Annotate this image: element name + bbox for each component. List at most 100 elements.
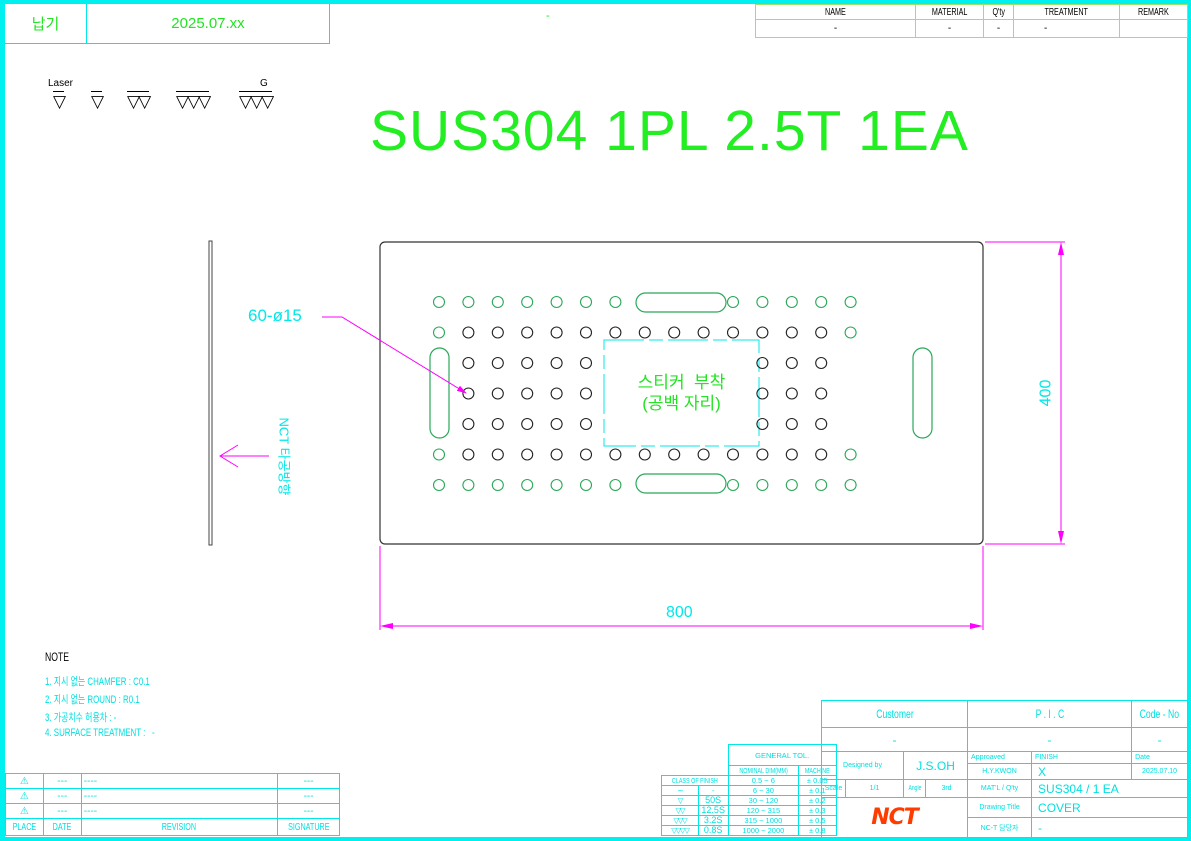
finish-label: FINISH [1031,751,1133,764]
drawing-title: SUS304 1PL 2.5T 1EA [370,99,969,163]
hole [462,326,475,339]
pic-label: P . I . C [967,700,1133,728]
tolerance-row: ▽▽ 12.5S 120 ~ 315 ± 0.3 [661,805,837,816]
parts-val-qty: - [983,19,1014,38]
tolerance-nominal: 6 ~ 30 [727,785,799,796]
finish-symbol-3: ▽▽▽ [176,91,211,112]
slot-bottom [635,473,727,494]
hole [668,448,681,461]
revision-header-signature: SIGNATURE [276,818,341,836]
hole [609,326,622,339]
sticker-area [603,339,760,447]
note-heading: NOTE [45,650,70,664]
hole [432,326,446,339]
direction-arrow-icon [219,444,269,468]
hole [609,295,622,309]
hole [550,417,563,431]
code-label: Code - No [1131,700,1189,728]
hole [609,448,622,461]
hole [726,448,740,461]
hole [462,417,475,431]
hole [785,417,798,431]
hole [785,295,798,309]
hole [550,356,563,370]
hole [491,417,504,431]
hole [550,448,563,461]
revision-header-revision: REVISION [80,818,278,836]
hole [462,448,475,461]
hole [756,478,769,492]
revision-header-row: PLACE DATE REVISION SIGNATURE [5,818,341,836]
hole [579,478,593,492]
hole [785,387,798,400]
hole [726,326,740,339]
hole [491,356,504,370]
revision-row: ⚠ --- ---- --- [5,803,341,819]
delivery-label: 납기 [5,4,87,43]
hole [521,356,534,370]
hole [462,478,475,492]
sticker-label: 스티커 부착 (공백 자리) [604,372,759,414]
side-view [208,240,213,546]
hole [579,295,593,309]
designed-by-label: Designed by [821,751,904,780]
hole [491,326,504,339]
revision-signature: --- [276,773,341,789]
hole [697,326,710,339]
note-item-2: 2. 지시 없는 ROUND : R0.1 [45,694,140,706]
finish-symbol-4-icon: ▽▽▽▽ [661,825,699,836]
g-label: G [260,78,268,89]
hole [756,448,769,461]
hole [550,478,563,492]
hole [432,448,446,461]
revision-signature: --- [276,803,341,819]
hole [844,448,857,461]
angle-label: Angle [903,779,926,798]
date-value: 2025.07.10 [1131,763,1189,780]
hole [521,478,534,492]
hole [756,417,769,431]
tolerance-finish: - [697,785,729,796]
center-mark: - [546,10,550,22]
revision-text: ---- [80,788,278,804]
tolerance-table: GENERAL TOL. NOMINAL DIM(MM) MACHINE CLA… [661,744,837,836]
code-value: - [1131,727,1189,752]
revision-header-date: DATE [42,818,82,836]
tolerance-row: ▽▽▽ 3.2S 315 ~ 1000 ± 0.5 [661,815,837,826]
hole [785,478,798,492]
tolerance-nominal: 1000 ~ 2000 [727,825,799,836]
revision-date: --- [42,788,82,804]
revision-place: ⚠ [5,788,44,804]
hole [815,295,828,309]
scale-value: 1/1 [845,779,904,798]
manager-value: - [1031,817,1189,838]
approved-value: H.Y.KWON [967,763,1033,780]
hole-leader-line [322,316,467,394]
revision-row: ⚠ --- ---- --- [5,788,341,804]
slot-left [429,347,450,439]
hole [491,387,504,400]
tolerance-finish: 0.8S [697,825,729,836]
hole [550,295,563,309]
designed-by-value: J.S.OH [902,751,969,780]
note-item-1: 1. 지시 없는 CHAMFER : C0.1 [45,676,150,688]
hole [609,478,622,492]
hole [550,326,563,339]
hole [785,356,798,370]
nct-logo: NCT [820,797,969,838]
revision-place: ⚠ [5,773,44,789]
hole [638,448,651,461]
tolerance-title: GENERAL TOL. [727,744,837,766]
hole [756,326,769,339]
hole [579,356,593,370]
revision-signature: --- [276,788,341,804]
parts-val-remark [1119,19,1188,38]
slot-top [635,292,727,313]
hole [521,326,534,339]
delivery-box: 납기 2025.07.xx [5,4,330,44]
laser-label: Laser [48,78,74,89]
width-dimension [379,546,984,630]
tolerance-nominal: 30 ~ 120 [727,795,799,806]
